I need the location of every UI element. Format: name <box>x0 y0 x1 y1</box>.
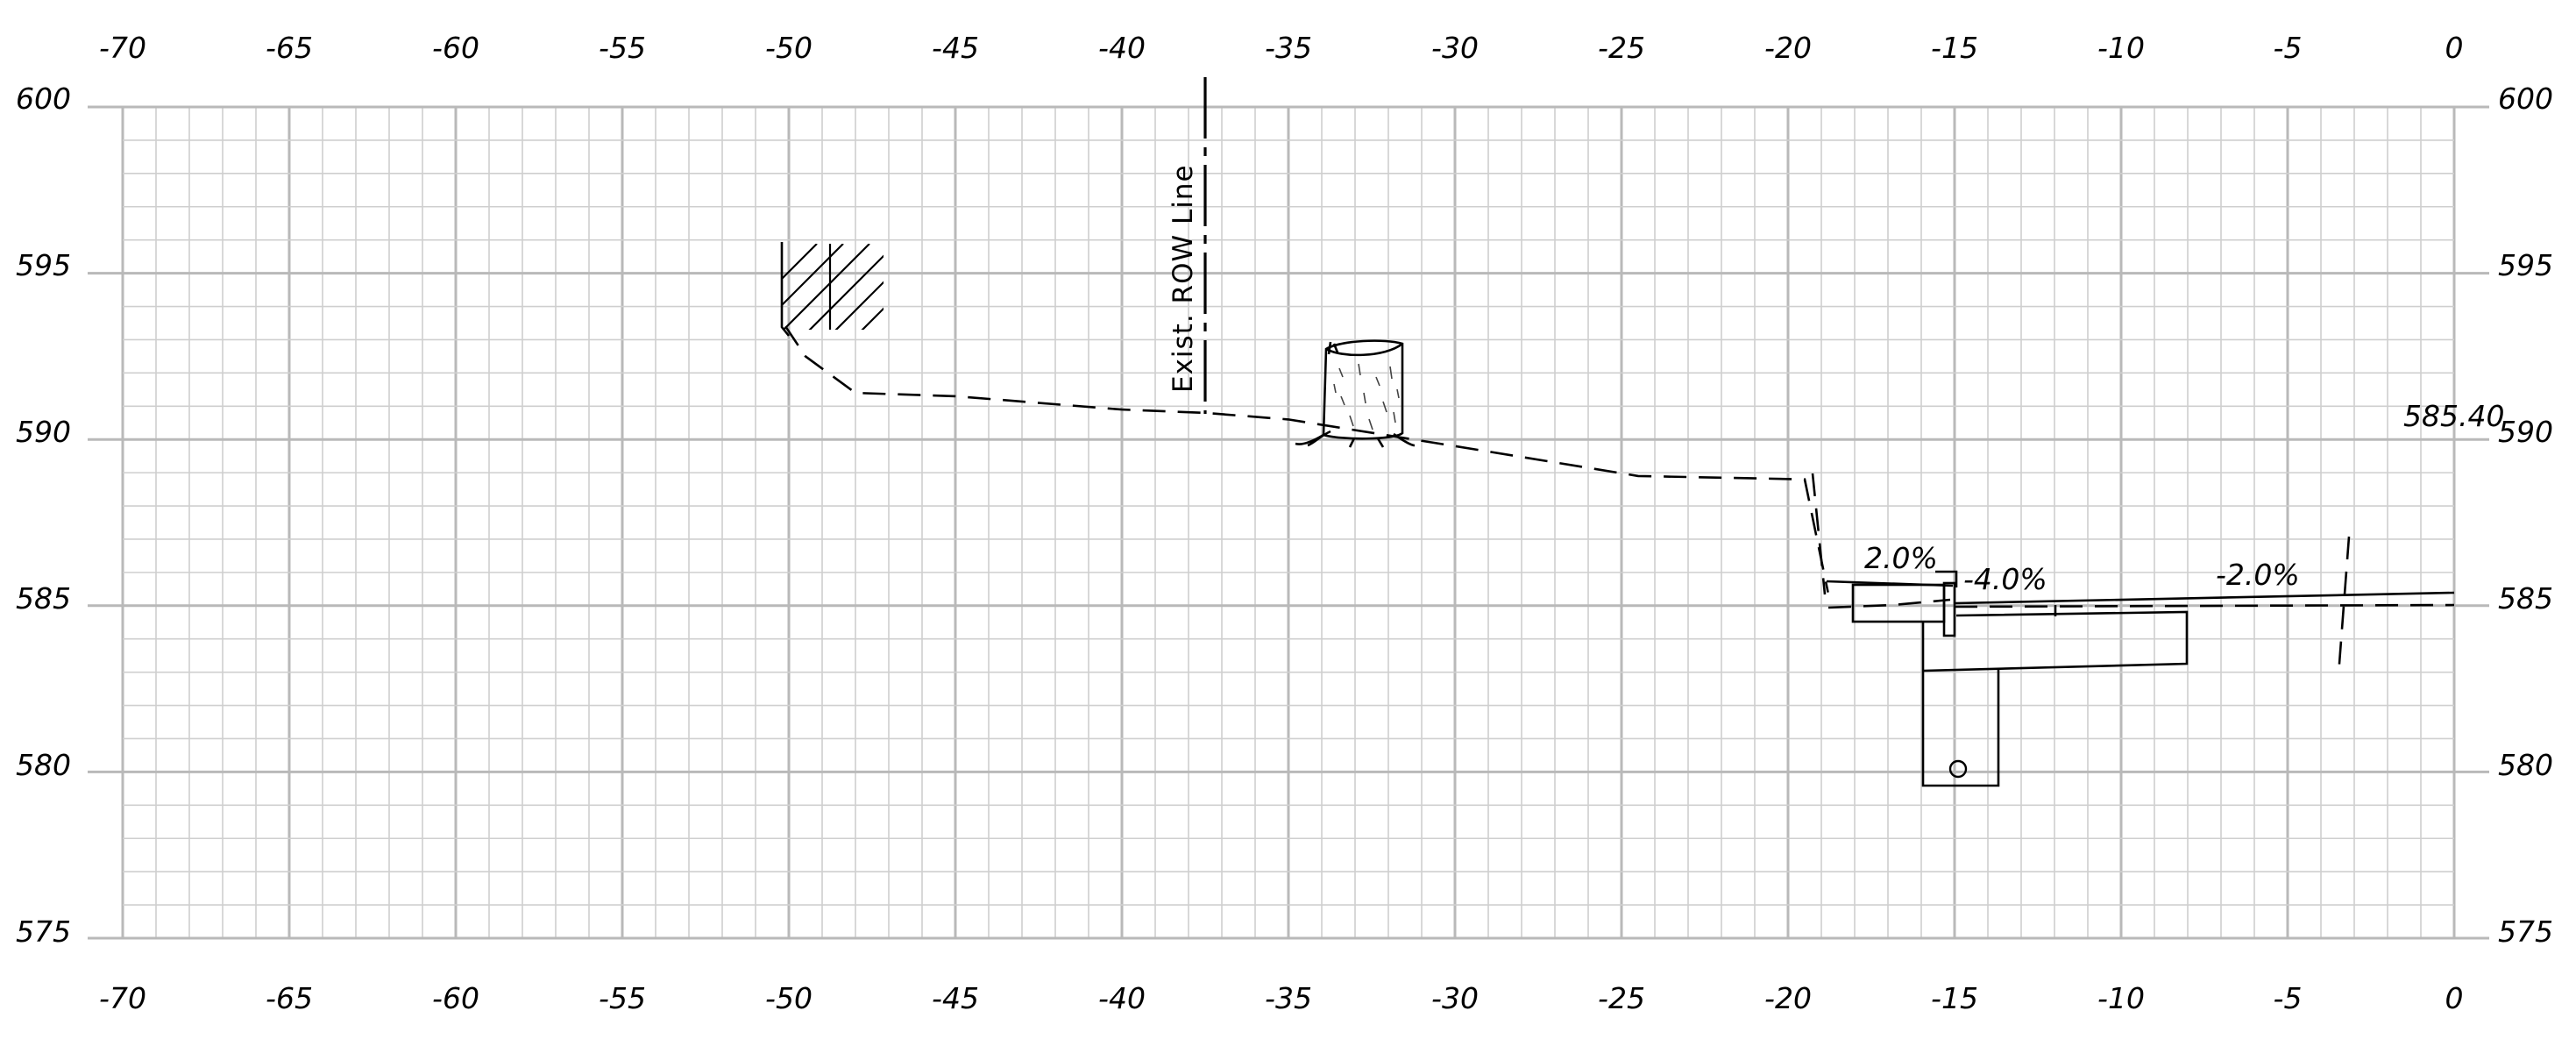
x-tick-bottom: -30 <box>1431 981 1479 1015</box>
x-tick-bottom: -40 <box>1098 981 1146 1015</box>
y-tick-right: 585 <box>2498 581 2553 616</box>
y-tick-right: 590 <box>2498 415 2553 449</box>
existing-ground-line <box>784 325 1829 593</box>
x-tick-top: -45 <box>932 31 979 65</box>
x-tick-top: -15 <box>1931 31 1978 65</box>
x-tick-bottom: -60 <box>432 981 479 1015</box>
y-tick-left: 595 <box>16 248 71 282</box>
x-tick-top: -40 <box>1098 31 1146 65</box>
x-tick-top: -10 <box>2097 31 2145 65</box>
x-tick-bottom: -5 <box>2274 981 2303 1015</box>
x-tick-top: -50 <box>765 31 813 65</box>
x-tick-top: -70 <box>99 31 146 65</box>
slope-label-right: -2.0% <box>2216 558 2300 592</box>
x-tick-bottom: -70 <box>99 981 146 1015</box>
y-tick-right: 595 <box>2498 248 2553 282</box>
x-tick-bottom: -65 <box>266 981 313 1015</box>
y-tick-right: 575 <box>2498 914 2553 949</box>
x-tick-top: -60 <box>432 31 479 65</box>
x-tick-bottom: -20 <box>1764 981 1812 1015</box>
x-tick-bottom: -15 <box>1931 981 1978 1015</box>
x-tick-top: 0 <box>2445 31 2464 65</box>
x-tick-top: -30 <box>1431 31 1479 65</box>
y-tick-left: 585 <box>16 581 71 616</box>
x-tick-bottom: -50 <box>765 981 813 1015</box>
y-tick-left: 590 <box>16 415 71 449</box>
slope-label-left: 2.0% <box>1864 541 1938 575</box>
y-tick-right: 600 <box>2498 82 2553 116</box>
x-tick-bottom: -35 <box>1265 981 1312 1015</box>
dimension-tick <box>1935 570 1958 587</box>
x-tick-top: -20 <box>1764 31 1812 65</box>
hatched-structure <box>780 242 884 337</box>
y-axis-left: 600 595 590 585 580 575 <box>16 82 71 949</box>
elevation-label: 585.40 <box>2403 399 2504 433</box>
row-line-label: Exist. ROW Line <box>1167 164 1199 393</box>
x-tick-bottom: -25 <box>1598 981 1645 1015</box>
x-tick-top: -65 <box>266 31 313 65</box>
x-tick-top: -35 <box>1265 31 1312 65</box>
proposed-section <box>1811 473 2455 787</box>
slope-label-mid: -4.0% <box>1963 562 2047 596</box>
x-tick-top: -5 <box>2274 31 2303 65</box>
x-tick-top: -25 <box>1598 31 1645 65</box>
row-line: Exist. ROW Line <box>1167 77 1207 414</box>
grid <box>88 105 2489 940</box>
y-tick-left: 580 <box>16 748 71 782</box>
x-tick-bottom: 0 <box>2445 981 2464 1015</box>
y-tick-right: 580 <box>2498 748 2553 782</box>
x-axis-bottom: -70 -65 -60 -55 -50 -45 -40 -35 -30 -25 … <box>99 981 2463 1015</box>
y-tick-left: 600 <box>16 82 71 116</box>
y-tick-left: 575 <box>16 914 71 949</box>
y-axis-right: 600 595 590 585 580 575 <box>2498 82 2553 949</box>
x-tick-bottom: -45 <box>932 981 979 1015</box>
x-tick-bottom: -55 <box>599 981 646 1015</box>
x-tick-top: -55 <box>599 31 646 65</box>
x-tick-bottom: -10 <box>2097 981 2145 1015</box>
tree-stump-icon <box>1295 339 1416 448</box>
x-axis-top: -70 -65 -60 -55 -50 -45 -40 -35 -30 -25 … <box>99 31 2463 65</box>
